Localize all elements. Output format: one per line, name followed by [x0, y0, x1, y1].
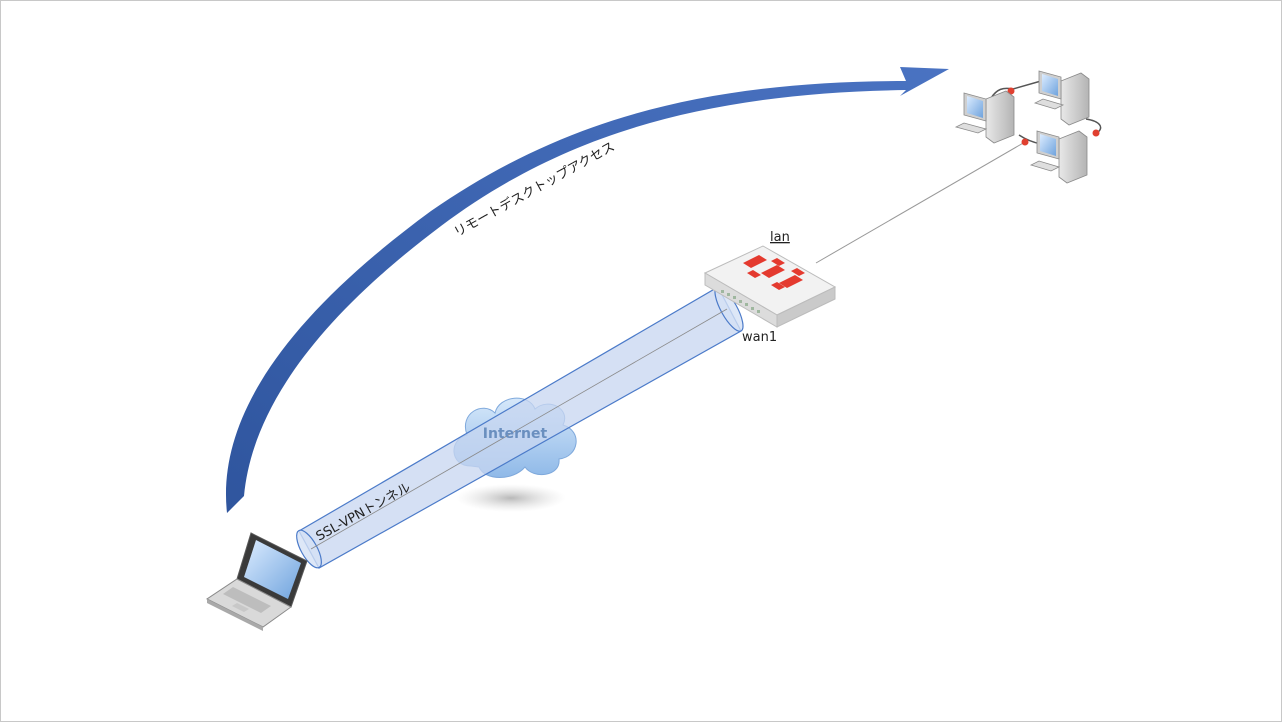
- wan1-port-label: wan1: [742, 330, 777, 345]
- desktop-computer-icon: [1033, 70, 1090, 126]
- firewall-appliance-icon: [703, 245, 837, 328]
- brand-logo: [743, 255, 805, 290]
- cloud-shadow: [456, 484, 566, 512]
- laptop-icon: [206, 532, 308, 631]
- lan-link: [815, 141, 1026, 264]
- internet-label: Internet: [483, 426, 548, 442]
- desktop-computer-icon: [1029, 130, 1088, 184]
- lan-port-label: lan: [770, 230, 790, 245]
- remote-hosts-group: [954, 70, 1102, 184]
- connector-dot: [1092, 129, 1100, 137]
- port-strip: [721, 290, 760, 313]
- desktop-computer-icon: [954, 90, 1015, 144]
- connector-dot: [1007, 87, 1015, 95]
- remote-access-arrow: [225, 67, 949, 513]
- connector-dot: [1021, 138, 1029, 146]
- ssl-vpn-tunnel: [296, 286, 744, 569]
